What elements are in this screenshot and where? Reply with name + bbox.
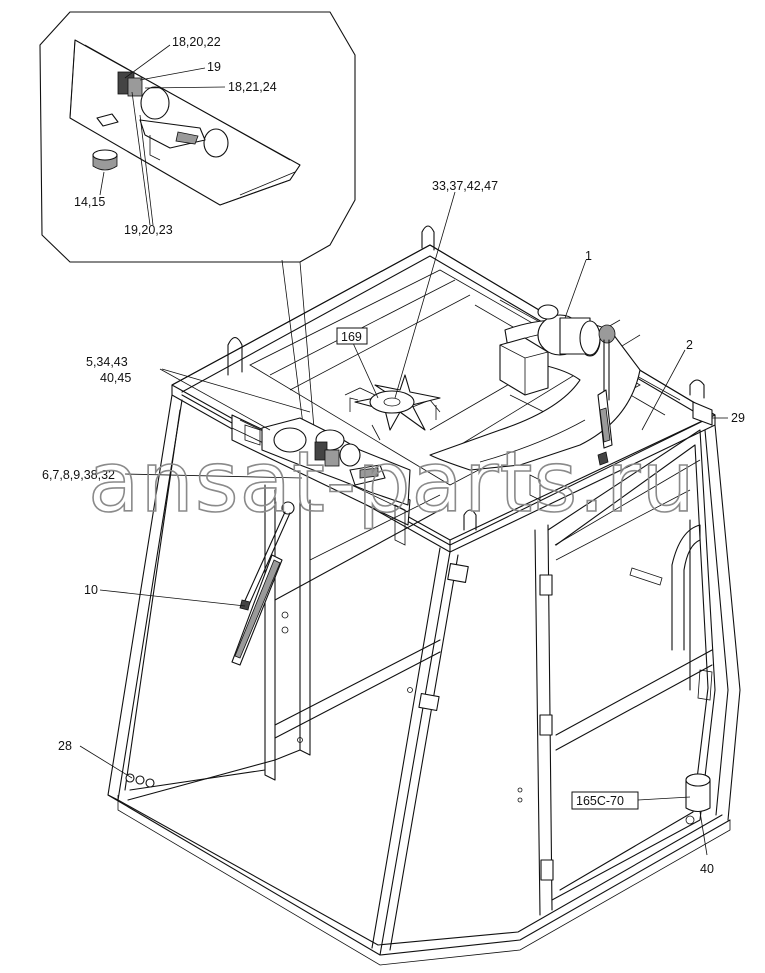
callout-169: 169 — [341, 330, 362, 344]
roof-equipment — [231, 304, 713, 813]
callout-18-21-24: 18,21,24 — [228, 80, 277, 94]
callout-box-169 — [336, 327, 368, 345]
callout-18-20-22: 18,20,22 — [172, 35, 221, 49]
wiper-icon — [231, 501, 295, 666]
detail-inset: 18,20,22 19 18,21,24 14,15 19,20,23 — [39, 11, 356, 263]
callout-40-45: 40,45 — [100, 371, 131, 385]
round-opening-icon — [140, 86, 170, 120]
callout-14-15: 14,15 — [74, 195, 105, 209]
callout-29: 29 — [731, 411, 745, 425]
electrical-block-icon — [244, 417, 411, 546]
cab-frame — [107, 225, 741, 966]
bottle-icon — [685, 773, 711, 813]
callout-33-37-42-47: 33,37,42,47 — [432, 179, 498, 193]
blower-motor-icon — [537, 304, 616, 357]
callout-labels: 33,37,42,47 1 2 169 5,34,43 40,45 29 6,7… — [42, 179, 745, 876]
fan-icon — [344, 374, 441, 441]
callout-19-20-23: 19,20,23 — [124, 223, 173, 237]
callout-40: 40 — [700, 862, 714, 876]
callout-28: 28 — [58, 739, 72, 753]
callout-5-34-43: 5,34,43 — [86, 355, 128, 369]
callout-165c-70: 165C-70 — [576, 794, 624, 808]
round-opening-icon — [203, 128, 229, 158]
callout-box-165c-70 — [571, 791, 639, 810]
callout-6-7-8-9-38-32: 6,7,8,9,38,32 — [42, 468, 115, 482]
callout-1: 1 — [585, 249, 592, 263]
watermark-text: ansat-parts.ru — [88, 433, 696, 531]
leader-lines — [79, 191, 728, 856]
switch-block-icon — [127, 77, 143, 97]
callout-19-inset: 19 — [207, 60, 221, 74]
callout-2: 2 — [686, 338, 693, 352]
callout-10: 10 — [84, 583, 98, 597]
knob-icon — [92, 149, 118, 171]
